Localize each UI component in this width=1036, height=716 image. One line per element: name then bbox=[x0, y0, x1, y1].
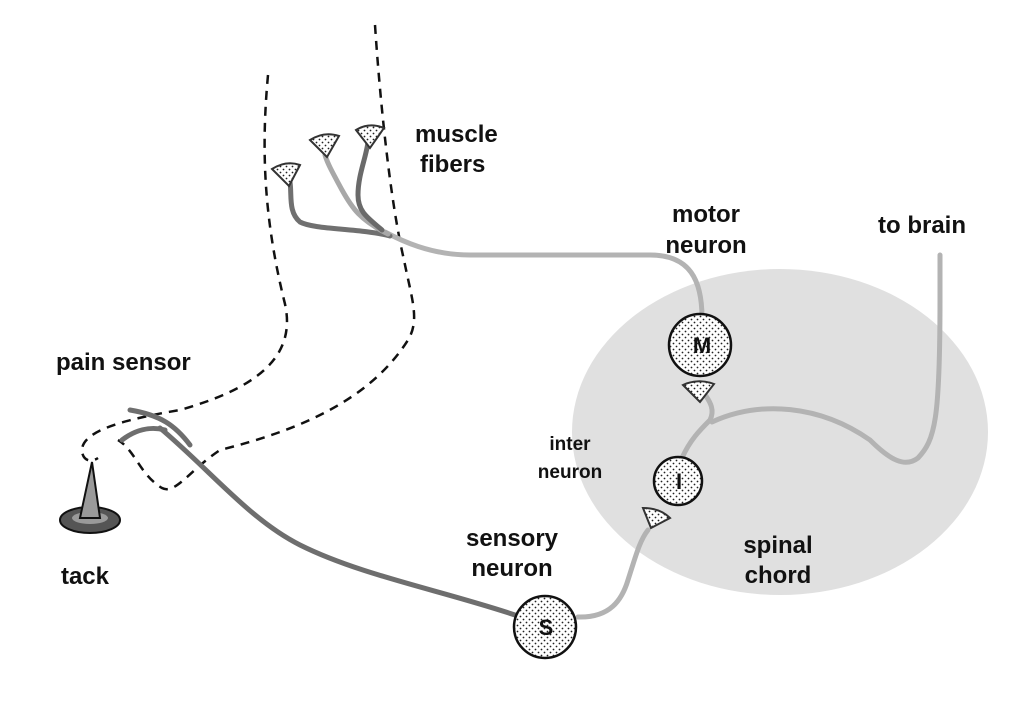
inter-cell-letter: I bbox=[676, 469, 682, 494]
muscle-synapse-3 bbox=[354, 124, 386, 150]
spinal-chord-label-line1: spinal bbox=[743, 532, 812, 559]
tack-label: tack bbox=[61, 563, 110, 590]
motor-neuron-cell bbox=[667, 312, 733, 378]
sensory-neuron-cell bbox=[512, 594, 578, 660]
muscle-synapse-2 bbox=[308, 133, 341, 159]
sensory-inter-synapse bbox=[641, 506, 672, 530]
sensory-cell-letter: S bbox=[539, 615, 554, 640]
leg-outline-right bbox=[117, 24, 416, 491]
sensory-dendrite-upper bbox=[127, 407, 193, 448]
sensory-axon bbox=[157, 425, 518, 618]
motor-cell-letter: M bbox=[693, 333, 711, 358]
motor-neuron-label-line2: neuron bbox=[665, 232, 746, 259]
to-brain-label: to brain bbox=[878, 212, 966, 239]
muscle-synapse-1 bbox=[270, 162, 302, 188]
motor-axon bbox=[382, 229, 705, 321]
sensory-to-inter-axon bbox=[575, 527, 651, 620]
leg-outline-left bbox=[80, 74, 289, 462]
sensory-neuron-label-line1: sensory bbox=[466, 525, 559, 552]
inter-neuron-label-line2: neuron bbox=[538, 462, 602, 483]
muscle-fibers-label-line1: muscle bbox=[415, 121, 498, 148]
ascending-axon-to-brain bbox=[709, 252, 943, 465]
inter-neuron-label-line1: inter bbox=[549, 434, 591, 455]
motor-neuron-label-line1: motor bbox=[672, 201, 740, 228]
inter-neuron-cell bbox=[652, 455, 704, 507]
muscle-fibers-label-line2: fibers bbox=[420, 151, 485, 178]
sensory-dendrite-lower bbox=[119, 425, 168, 443]
inter-motor-synapse bbox=[681, 380, 716, 404]
motor-branch-2 bbox=[322, 152, 391, 237]
tack-spike bbox=[78, 461, 102, 519]
motor-branch-3 bbox=[355, 139, 385, 233]
motor-branch-1 bbox=[287, 179, 393, 239]
inter-to-motor-axon bbox=[679, 393, 715, 461]
spinal-chord-label-line2: chord bbox=[745, 562, 812, 589]
sensory-neuron-label-line2: neuron bbox=[471, 555, 552, 582]
pain-sensor-label: pain sensor bbox=[56, 349, 191, 376]
